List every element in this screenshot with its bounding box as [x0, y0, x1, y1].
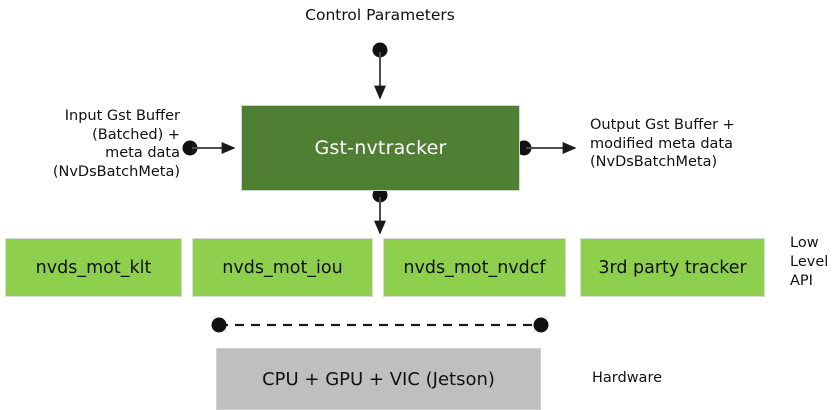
low-level-to-hardware-link [211, 317, 549, 333]
low-level-block-nvds-mot-klt[interactable]: nvds_mot_klt [5, 238, 182, 297]
input-buffer-label: Input Gst Buffer (Batched) + meta data (… [52, 108, 180, 180]
output-buffer-label: Output Gst Buffer + modified meta data (… [590, 117, 735, 170]
low-level-api-layer-label: Low Level API [790, 235, 829, 289]
hardware-block[interactable]: CPU + GPU + VIC (Jetson) [216, 348, 541, 410]
low-level-block-nvds-mot-iou[interactable]: nvds_mot_iou [192, 238, 373, 297]
low-level-block-label: nvds_mot_nvdcf [403, 257, 546, 278]
plugin-to-low-level-arrow [372, 187, 388, 235]
low-level-block-label: nvds_mot_iou [222, 257, 343, 278]
low-level-block-label: nvds_mot_klt [35, 257, 152, 278]
gst-nvtracker-block[interactable]: Gst-nvtracker [241, 105, 520, 191]
hardware-layer-label: Hardware [592, 370, 663, 386]
gst-nvtracker-label: Gst-nvtracker [314, 137, 447, 159]
control-parameters-label: Control Parameters [305, 6, 455, 24]
control-parameters-arrow [372, 42, 388, 100]
hardware-block-label: CPU + GPU + VIC (Jetson) [262, 368, 495, 390]
output-buffer-arrow [516, 140, 577, 156]
low-level-block-3rd-party-tracker[interactable]: 3rd party tracker [580, 238, 765, 297]
low-level-block-label: 3rd party tracker [598, 257, 747, 278]
input-buffer-arrow [182, 140, 236, 156]
low-level-block-nvds-mot-nvdcf[interactable]: nvds_mot_nvdcf [383, 238, 566, 297]
